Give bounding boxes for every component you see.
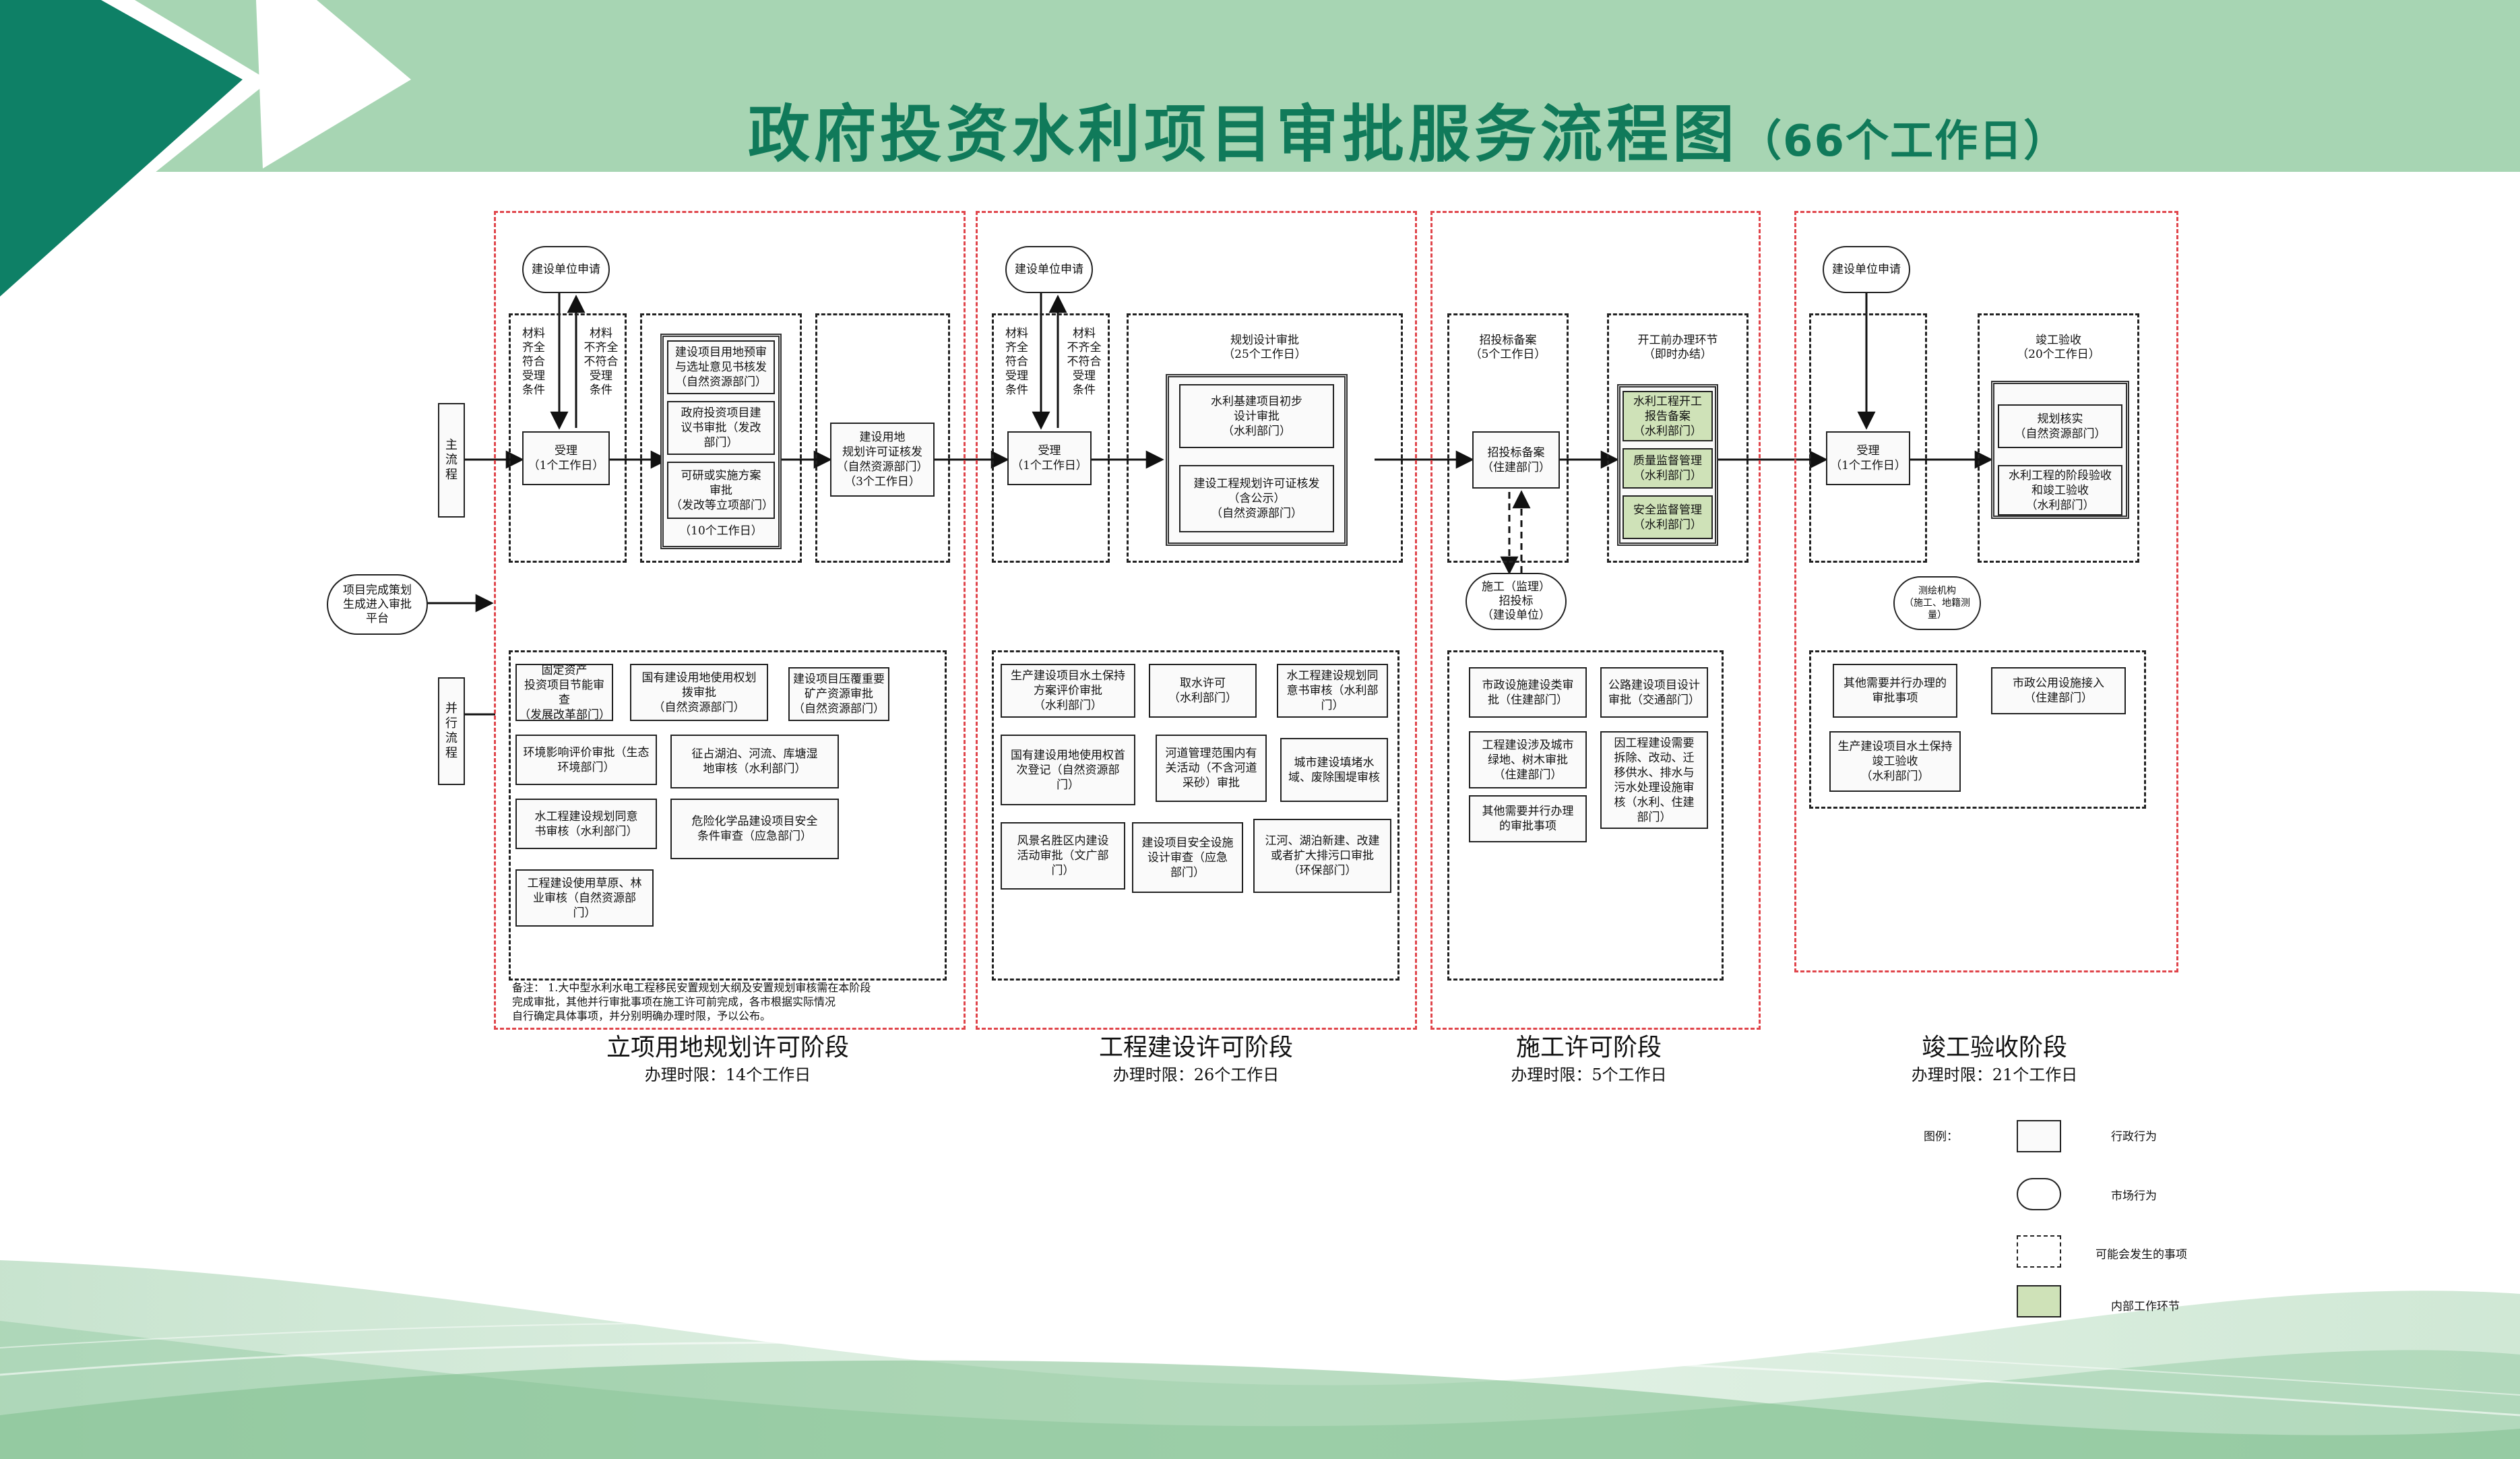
legend-internal-label: 内部工作环节 (2111, 1300, 2180, 1313)
stage3-internal-1: 水利工程开工 报告备案 （水利部门） (1623, 391, 1713, 441)
stage3-parallel-group (1447, 650, 1724, 981)
stage2-item-2: 建设工程规划许可证核发 （含公示） （自然资源部门） (1179, 465, 1334, 532)
stage1-applicant: 建设单位申请 (522, 246, 610, 293)
stage1-parallel-1: 固定资产 投资项目节能审查 （发展改革部门） (515, 664, 613, 722)
stage2-parallel-5: 河道管理范围内有 关活动（不含河道 采砂）审批 (1156, 735, 1267, 802)
stage4-parallel-2: 市政公用设施接入 （住建部门） (1991, 667, 2126, 714)
stage2-parallel-9: 江河、湖泊新建、改建 或者扩大排污口审批 （环保部门） (1253, 819, 1391, 893)
stage1-note: 备注： 1.大中型水利水电工程移民安置规划大纲及安置规划审核需在本阶段 完成审批… (512, 981, 871, 1022)
stage3-time: 办理时限：5个工作日 (1511, 1065, 1667, 1084)
stage1-accept-group (509, 313, 627, 563)
legend-market-label: 市场行为 (2111, 1189, 2157, 1203)
legend-internal-box (2017, 1285, 2061, 1317)
stage3-parallel-5: 其他需要并行办理 的审批事项 (1469, 795, 1587, 842)
legend-admin-box (2017, 1120, 2061, 1152)
stage2-parallel-7: 风景名胜区内建设 活动审批（文广部 门） (1001, 822, 1125, 890)
parallel-flow-label: 并 行 流 程 (438, 677, 465, 785)
stage4-parallel-3: 生产建设项目水土保持 竣工验收 （水利部门） (1829, 731, 1961, 792)
stage4-applicant: 建设单位申请 (1823, 246, 1910, 293)
stage2-design-group (1127, 313, 1403, 563)
stage2-parallel-4: 国有建设用地使用权首 次登记（自然资源部 门） (1001, 735, 1135, 805)
legend-market-box (2017, 1178, 2061, 1210)
page-title: 政府投资水利项目审批服务流程图（66个工作日） (748, 98, 2069, 170)
stage1-parallel-8: 工程建设使用草原、林 业审核（自然资源部 门） (515, 869, 654, 927)
stage2-parallel-group (992, 650, 1399, 981)
stage1-items-group (640, 313, 802, 563)
stage1-parallel-6: 水工程建设规划同意 书审核（水利部门） (515, 799, 657, 849)
stage3-name: 施工许可阶段 (1515, 1034, 1662, 1061)
stage2-name: 工程建设许可阶段 (1098, 1034, 1293, 1061)
stage1-parallel-5: 征占湖泊、河流、库塘湿 地审核（水利部门） (670, 735, 839, 788)
stage1-cond-bad: 材料 不齐全 不符合 受理 条件 (584, 327, 619, 397)
stage4-time: 办理时限：21个工作日 (1911, 1065, 2078, 1084)
stage1-item-2: 政府投资项目建 议书审批（发改 部门） (667, 401, 775, 455)
stage1-item-3: 可研或实施方案 审批 （发改等立项部门） (667, 462, 775, 519)
main-flow-label: 主 流 程 (438, 403, 465, 518)
stage2-applicant: 建设单位申请 (1005, 246, 1093, 293)
start-node: 项目完成策划 生成进入审批 平台 (327, 574, 428, 635)
stage1-item-1: 建设项目用地预审 与选址意见书核发 （自然资源部门） (667, 340, 775, 394)
stage1-parallel-group (509, 650, 947, 981)
stage1-items-time: （10个工作日） (679, 524, 763, 538)
stage2-item-1: 水利基建项目初步 设计审批 （水利部门） (1179, 384, 1334, 448)
stage4-item-2: 水利工程的阶段验收 和竣工验收 （水利部门） (1998, 465, 2122, 516)
stage4-accept-group (1809, 313, 1927, 563)
stage1-parallel-2: 国有建设用地使用权划 拨审批 （自然资源部门） (630, 664, 768, 721)
stage-frame-3 (1430, 211, 1761, 1030)
stage3-bid-group (1447, 313, 1569, 563)
stage4-accept: 受理 （1个工作日） (1826, 431, 1910, 485)
page-subtitle: （66个工作日） (1738, 117, 2069, 166)
stage2-design-title: 规划设计审批 （25个工作日） (1223, 334, 1306, 361)
stage3-internal-2: 质量监督管理 （水利部门） (1623, 448, 1713, 489)
stage4-parallel-group (1809, 650, 2146, 809)
legend-admin-label: 行政行为 (2111, 1130, 2157, 1144)
stage3-parallel-1: 市政设施建设类审 批（住建部门） (1469, 667, 1587, 718)
stage1-parallel-7: 危险化学品建设项目安全 条件审查（应急部门） (670, 799, 839, 859)
stage4-parallel-1: 其他需要并行办理的 审批事项 (1833, 664, 1957, 718)
legend-possible-box (2017, 1235, 2061, 1268)
stage2-time: 办理时限：26个工作日 (1112, 1065, 1280, 1084)
stage4-item-1: 规划核实 （自然资源部门） (1998, 404, 2122, 448)
stage2-parallel-3: 水工程建设规划同 意书审核（水利部 门） (1277, 664, 1388, 718)
stage2-accept: 受理 （1个工作日） (1007, 431, 1092, 485)
legend-title: 图例： (1924, 1130, 1958, 1144)
stage-frame-1 (494, 211, 966, 1030)
stage3-bid-title: 招投标备案 （5个工作日） (1470, 334, 1546, 361)
chevron-decoration (0, 0, 411, 297)
stage2-cond-bad: 材料 不齐全 不符合 受理 条件 (1067, 327, 1102, 397)
stage3-bid: 招投标备案 （住建部门） (1472, 431, 1560, 489)
stage1-name: 立项用地规划许可阶段 (606, 1034, 849, 1061)
stage2-parallel-6: 城市建设填堵水 域、废除围堤审核 (1280, 738, 1388, 802)
stage4-acceptance-title: 竣工验收 （20个工作日） (2017, 334, 2100, 361)
stage2-cond-ok: 材料 齐全 符合 受理 条件 (1005, 327, 1028, 397)
stage3-parallel-3: 工程建设涉及城市 绿地、树木审批 （住建部门） (1469, 731, 1587, 788)
stage1-time: 办理时限：14个工作日 (644, 1065, 811, 1084)
stage4-name: 竣工验收阶段 (1921, 1034, 2067, 1061)
stage4-acceptance-group (1978, 313, 2139, 563)
stage3-contractor: 施工（监理） 招投标 （建设单位） (1466, 573, 1567, 630)
stage1-cond-ok: 材料 齐全 符合 受理 条件 (522, 327, 545, 397)
stage3-internal-3: 安全监督管理 （水利部门） (1623, 495, 1713, 539)
stage3-parallel-4: 因工程建设需要 拆除、改动、迁 移供水、排水与 污水处理设施审 核（水利、住建 … (1600, 731, 1708, 829)
stage3-pre-group (1607, 313, 1749, 563)
stage3-parallel-2: 公路建设项目设计 审批（交通部门） (1600, 667, 1708, 718)
stage4-survey: 测绘机构 （施工、地籍测 量） (1893, 576, 1981, 630)
stage2-accept-group (992, 313, 1110, 563)
stage3-pre-title: 开工前办理环节 （即时办结） (1637, 334, 1718, 361)
stage1-parallel-3: 建设项目压覆重要 矿产资源审批 （自然资源部门） (788, 667, 889, 721)
stage1-permit: 建设用地 规划许可证核发 （自然资源部门） （3个工作日） (830, 423, 935, 497)
stage1-parallel-4: 环境影响评价审批（生态 环境部门） (515, 735, 657, 785)
stage-frame-4 (1794, 211, 2178, 972)
stage2-parallel-2: 取水许可 （水利部门） (1149, 664, 1257, 718)
stage2-parallel-8: 建设项目安全设施 设计审查（应急 部门） (1132, 822, 1243, 893)
stage1-permit-group (815, 313, 950, 563)
header-band (0, 0, 2520, 172)
stage1-accept: 受理 （1个工作日） (522, 431, 610, 485)
legend-possible-label: 可能会发生的事项 (2096, 1248, 2187, 1262)
stage2-parallel-1: 生产建设项目水土保持 方案评价审批 （水利部门） (1001, 664, 1135, 718)
stage-frame-2 (976, 211, 1417, 1030)
wave-decoration (0, 1260, 2520, 1459)
